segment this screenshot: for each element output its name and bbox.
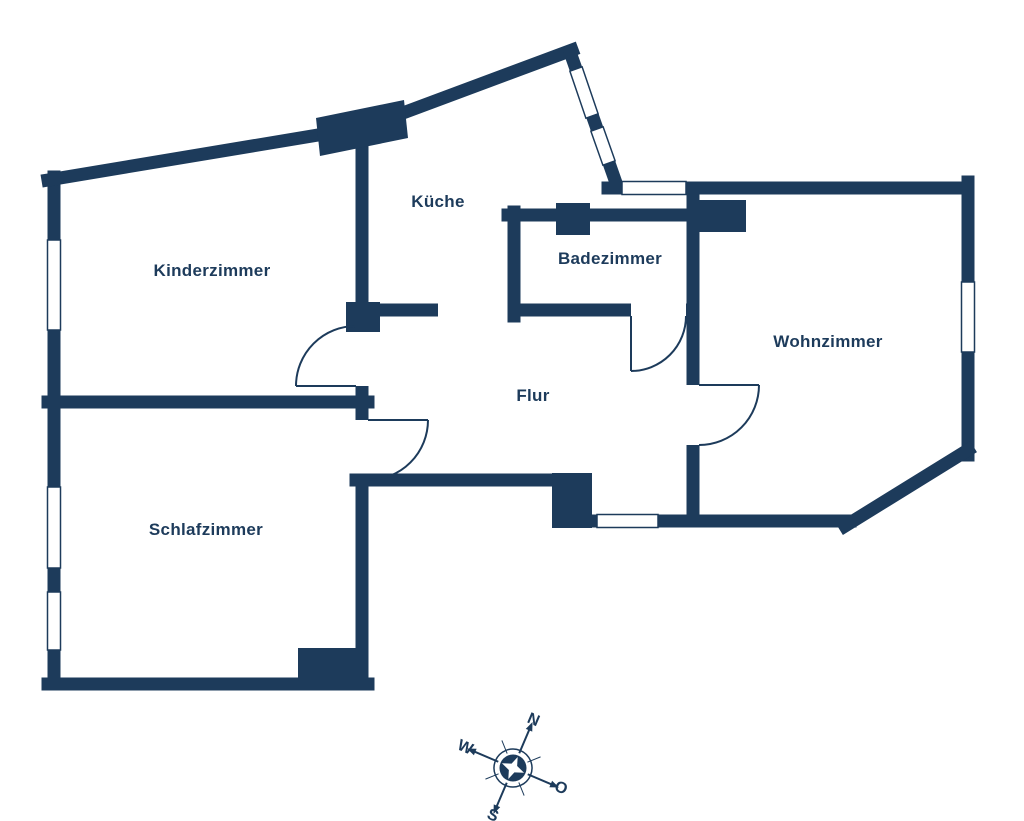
compass-rays [473, 728, 553, 808]
room-label-schlafzimmer: Schlafzimmer [148, 520, 264, 539]
window-kueche-north [621, 180, 687, 196]
block-top-chimney [316, 100, 408, 156]
doors-layer [295, 315, 760, 481]
room-label-kueche: Küche [411, 192, 465, 211]
compass-star-icon [501, 756, 525, 780]
window-schlafzimmer-west-lower [46, 591, 62, 651]
compass-label-east: O [552, 778, 570, 799]
wall-top-kinderzimmer-slant [40, 119, 374, 188]
wall-wohnzimmer-chamfer [836, 441, 977, 535]
window-kueche-angled-lower [589, 125, 617, 167]
door-kinderzimmer [295, 325, 357, 387]
windows-layer [46, 65, 976, 651]
block-wohnzimmer-top-left [696, 200, 746, 232]
compass-label-south: S [484, 806, 501, 821]
block-flur-alcove [552, 473, 592, 528]
room-label-flur: Flur [516, 386, 550, 405]
room-label-badezimmer: Badezimmer [557, 249, 663, 268]
blocks-layer [298, 100, 746, 690]
walls-openings-layer [355, 142, 700, 690]
window-flur-south [596, 513, 659, 529]
compass-ring [493, 748, 533, 788]
compass-rose: N O S W [455, 710, 570, 821]
walls-layer [40, 41, 977, 691]
door-badezimmer [630, 315, 687, 372]
window-kinderzimmer-west [46, 239, 62, 331]
block-kueche-flur-junction [346, 302, 380, 332]
window-wohnzimmer-east [960, 281, 976, 353]
block-schlafzimmer-corner [298, 648, 368, 690]
block-badezimmer-top [556, 203, 590, 235]
door-wohnzimmer [698, 384, 760, 446]
window-schlafzimmer-west-upper [46, 486, 62, 569]
door-schlafzimmer [367, 419, 429, 481]
room-label-kinderzimmer: Kinderzimmer [153, 261, 271, 280]
compass-diagonal-rays [485, 740, 541, 796]
compass-label-west: W [455, 737, 476, 759]
compass-label-north: N [525, 710, 542, 730]
room-label-wohnzimmer: Wohnzimmer [773, 332, 883, 351]
compass-arrowheads [466, 721, 560, 815]
window-kueche-angled-upper [568, 65, 600, 120]
